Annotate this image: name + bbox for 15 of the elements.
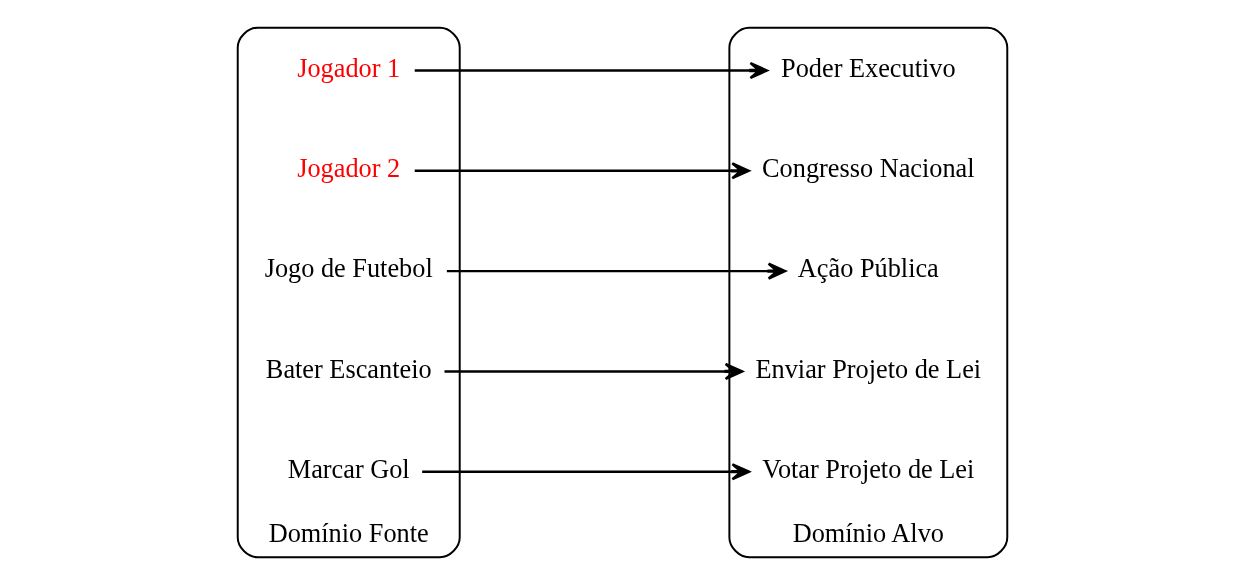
node-text: Jogador 2 bbox=[297, 154, 401, 184]
arrow bbox=[444, 362, 744, 381]
node-text: Bater Escanteio bbox=[265, 354, 432, 384]
arrow bbox=[414, 61, 769, 80]
arrow bbox=[446, 262, 787, 280]
node-text: Jogo de Futebol bbox=[264, 254, 433, 284]
arrow bbox=[422, 463, 751, 481]
node-text: Congresso Nacional bbox=[762, 154, 975, 184]
node-text: Votar Projeto de Lei bbox=[762, 454, 975, 484]
arrow bbox=[414, 162, 750, 180]
node-text: Jogador 1 bbox=[297, 53, 401, 83]
node-text: Marcar Gol bbox=[287, 454, 410, 484]
node-text: Enviar Projeto de Lei bbox=[755, 354, 982, 384]
node-text: Ação Pública bbox=[797, 254, 939, 284]
node-text: Poder Executivo bbox=[781, 53, 956, 83]
